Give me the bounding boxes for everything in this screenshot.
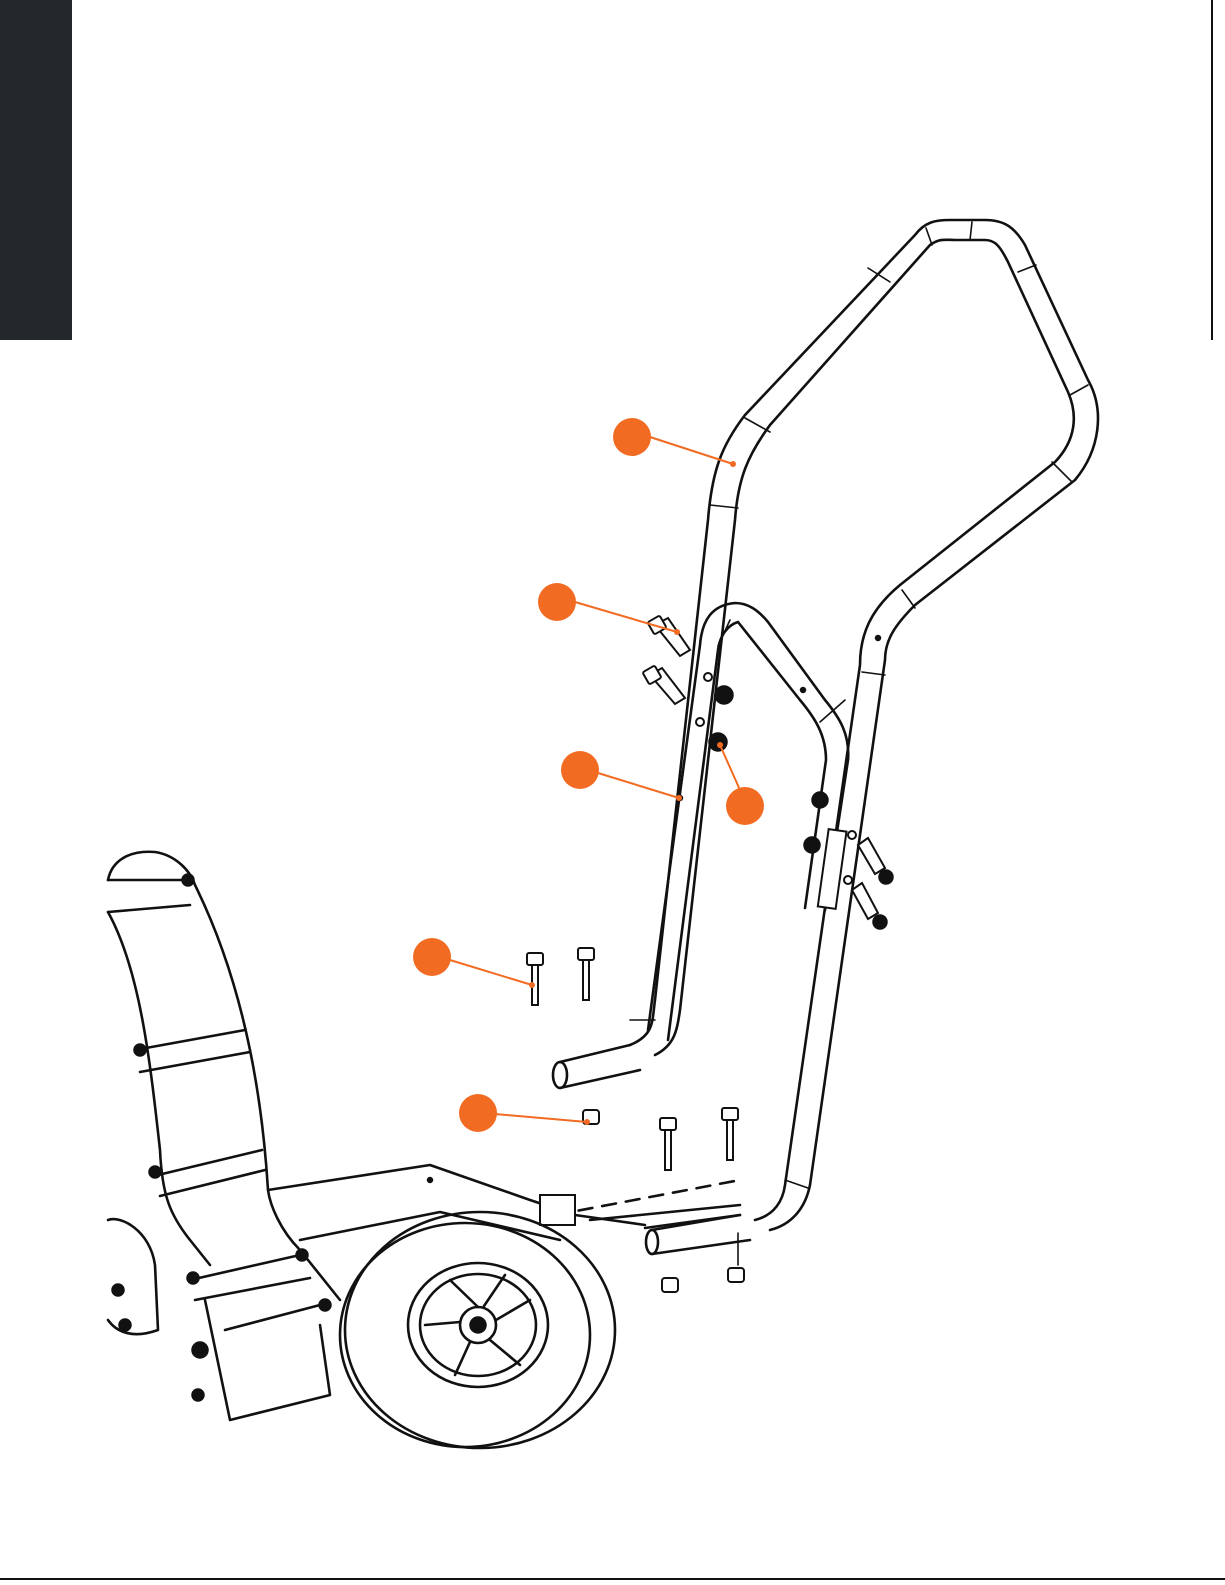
callout-knob-nut bbox=[717, 742, 764, 825]
callout-upper-handle bbox=[613, 418, 736, 467]
frame bbox=[268, 1165, 750, 1254]
upper-handle bbox=[553, 220, 1098, 1230]
lock-nut bbox=[583, 1110, 744, 1292]
callout-handle-bolt bbox=[538, 583, 680, 635]
callout-frame-bolt bbox=[413, 938, 535, 988]
blower-body bbox=[108, 852, 340, 1420]
frame-bolt bbox=[527, 948, 738, 1170]
wheel bbox=[340, 1212, 615, 1448]
callout-lock-nut bbox=[459, 1094, 590, 1132]
callout-lower-handle bbox=[561, 751, 682, 801]
